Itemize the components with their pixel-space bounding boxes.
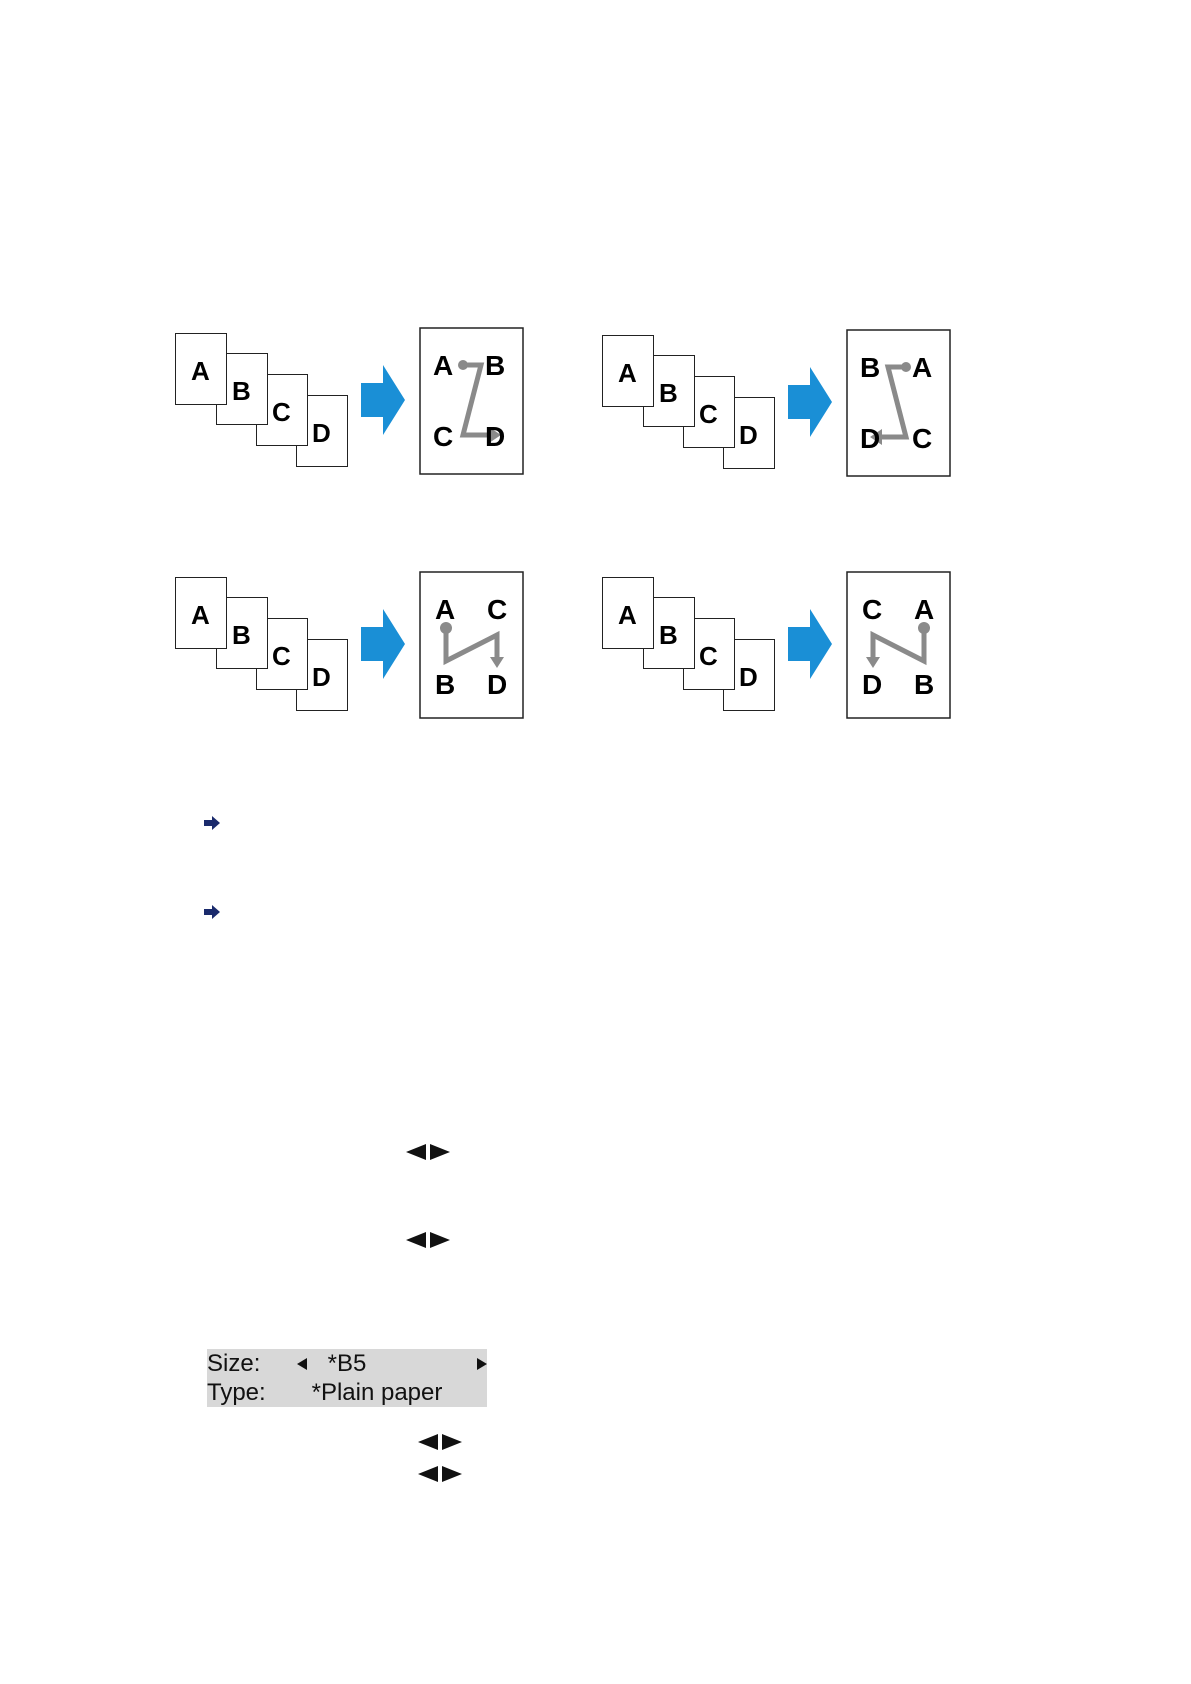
left-right-arrows-icon <box>406 1232 450 1248</box>
result-page: C A D B <box>846 571 951 719</box>
chevron-left-icon <box>297 1358 307 1370</box>
svg-text:C: C <box>912 423 932 454</box>
source-page-a: A <box>602 335 654 407</box>
layout-diagram-3: D C B A A C B D <box>175 571 535 731</box>
source-page-a: A <box>602 577 654 649</box>
svg-text:C: C <box>433 421 453 452</box>
size-label: Size: <box>207 1350 261 1377</box>
lcd-screen: Size: *B5 Type: *Plain paper <box>207 1349 487 1407</box>
result-page: A C B D <box>419 571 524 719</box>
layout-diagram-1: D C B A A B C D <box>175 327 535 487</box>
source-page-a: A <box>175 333 227 405</box>
svg-text:D: D <box>487 669 507 700</box>
left-right-arrows-icon <box>406 1144 450 1160</box>
svg-text:A: A <box>914 594 934 625</box>
svg-text:D: D <box>485 421 505 452</box>
left-right-arrows-icon <box>418 1434 462 1450</box>
svg-text:C: C <box>862 594 882 625</box>
svg-text:D: D <box>860 423 880 454</box>
svg-text:B: B <box>485 350 505 381</box>
source-page-a: A <box>175 577 227 649</box>
result-page: B A D C <box>846 329 951 477</box>
lcd-type-row: Type: *Plain paper <box>207 1378 487 1407</box>
size-value: *B5 <box>327 1350 367 1377</box>
layout-diagram-2: D C B A B A D C <box>602 329 962 489</box>
svg-text:A: A <box>912 352 932 383</box>
svg-text:B: B <box>914 669 934 700</box>
flow-arrow-icon <box>361 365 405 435</box>
chevron-right-icon <box>477 1358 487 1370</box>
flow-arrow-icon <box>788 367 832 437</box>
svg-text:B: B <box>860 352 880 383</box>
flow-arrow-icon <box>788 609 832 679</box>
arrow-right-icon[interactable] <box>204 816 220 830</box>
flow-arrow-icon <box>361 609 405 679</box>
type-label: Type: <box>207 1379 266 1406</box>
arrow-right-icon[interactable] <box>204 905 220 919</box>
svg-text:A: A <box>435 594 455 625</box>
result-page: A B C D <box>419 327 524 475</box>
svg-text:C: C <box>487 594 507 625</box>
type-value: *Plain paper <box>311 1379 443 1406</box>
svg-text:A: A <box>433 350 453 381</box>
layout-diagram-4: D C B A C A D B <box>602 571 962 731</box>
svg-text:B: B <box>435 669 455 700</box>
svg-text:D: D <box>862 669 882 700</box>
left-right-arrows-icon <box>418 1466 462 1482</box>
lcd-size-row: Size: *B5 <box>207 1349 487 1378</box>
